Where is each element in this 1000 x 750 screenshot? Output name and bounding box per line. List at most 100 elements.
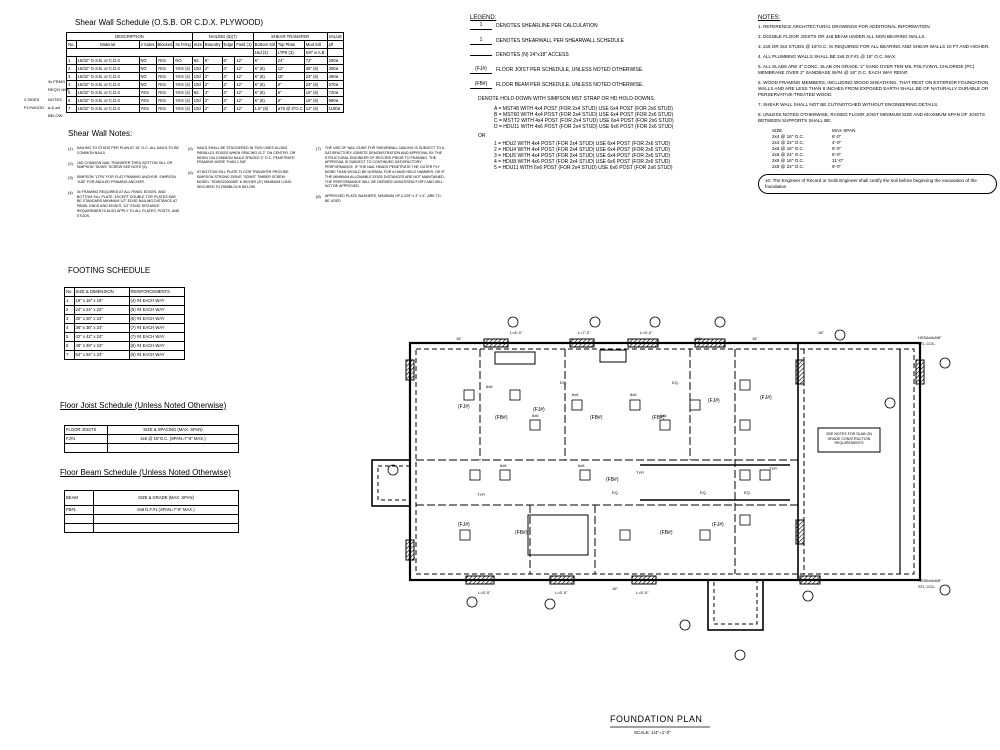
- slab-note: SEE NOTES FOR SLAB ON GRADE CONSTRUCTION…: [826, 432, 872, 445]
- legend-symbol: 1: [470, 22, 492, 30]
- legend-text: FLOOR JOIST PER SCHEDULE, UNLESS NOTED O…: [496, 66, 644, 73]
- legend-symbol: (FB#): [470, 81, 492, 89]
- note-text: NAILS SHALL BE STAGGERED IN TWO LINES AL…: [196, 146, 296, 165]
- plan-scale: SCALE: 1/4"=1'-0": [634, 730, 671, 735]
- holdown-title: DENOTE HOLD-DOWN WITH SIMPSON MST STRAP …: [478, 96, 656, 102]
- note-item: (3)SIMPSON "LTP4" FOR FLAT FRAMING ANCHO…: [68, 175, 180, 185]
- span-header: SIZE: [772, 128, 783, 133]
- note-text: AT BOTTOM SILL PLATE FLOOR TRANSFER PROV…: [196, 170, 292, 189]
- span-max: 8'-0": [832, 146, 842, 151]
- note-item: (2)16D COMMON NAIL TRANSFER THRU BOTTOM …: [68, 161, 180, 171]
- table-cell: YES: [138, 104, 157, 113]
- span-size: 2x6 @ 24" O.C.: [772, 152, 805, 157]
- note-item: (6)AT BOTTOM SILL PLATE FLOOR TRANSFER P…: [188, 170, 298, 189]
- holdown-item: 1 = HDU2 WITH 4x4 POST (FOR 2x4 STUD) US…: [494, 141, 671, 147]
- table-cell: 12": [234, 104, 254, 113]
- span-size: 2x4 @ 24" O.C.: [772, 140, 805, 145]
- note-number: (5): [188, 146, 193, 151]
- holdown-item: 2 = HDU4 WITH 4x4 POST (FOR 2x4 STUD) US…: [494, 147, 671, 153]
- note-item: (1)NAILING TO STUDS PER PLAN AT 16" O.C.…: [68, 146, 180, 156]
- span-max: 6'-0": [832, 152, 842, 157]
- note-item: 4. ALL PLUMBING WALLS SHALL BE 2x6 D.F.#…: [758, 54, 897, 59]
- length-label: L=6'-0": [510, 330, 523, 335]
- shear-wall-notes-title: Shear Wall Notes:: [68, 129, 133, 138]
- fb-label: (FB#): [606, 477, 619, 483]
- shear-wall-notes-col1: (1)NAILING TO STUDS PER PLAN AT 16" O.C.…: [68, 146, 180, 224]
- typ-label: TYP.: [477, 492, 486, 497]
- side-label: BELOW: [48, 113, 63, 118]
- length-label: L=5'-0": [555, 590, 568, 595]
- post-label: 6x6: [532, 413, 539, 418]
- note-number: (6): [188, 170, 193, 176]
- note-number: (2): [68, 160, 73, 166]
- fj-label: (FJ#): [458, 404, 470, 410]
- column-label: STL.COL.: [918, 341, 936, 346]
- holdown-item: A = MST48 WITH 4x4 POST (FOR 2x4 STUD) U…: [494, 106, 673, 112]
- side-label: REQ'D NEE: [48, 87, 70, 92]
- span-header: MAX SPAN: [832, 128, 856, 133]
- note-number: (3): [68, 175, 73, 181]
- note-text: NAILING TO STUDS PER PLAN AT 16" O.C. AL…: [76, 146, 179, 155]
- legend-text: FLOOR BEAM PER SCHEDULE, UNLESS NOTED OT…: [496, 81, 644, 88]
- legend-title: LEGEND:: [470, 15, 497, 21]
- length-label: L=5'-0": [640, 330, 653, 335]
- legend-symbol: (FJ#): [470, 66, 492, 74]
- holdown-item: D = HDU11 WITH 4x6 POST (FOR 2x4 STUD) U…: [494, 124, 674, 130]
- holdown-item: 3 = HDU5 WITH 4x4 POST (FOR 2x4 STUD) US…: [494, 153, 671, 159]
- floor-beam-table: BEAM SIZE & GRADE (MAX. SPAN) FB#1 6x8 D…: [64, 490, 239, 533]
- note-item: 1. REFERENCE ARCHITECTURAL DRAWINGS FOR …: [758, 24, 930, 29]
- legend-item: (FB#) FLOOR BEAM PER SCHEDULE, UNLESS NOT…: [470, 81, 720, 89]
- eq-label: EQ.: [744, 490, 751, 495]
- note-item: (8)APPROVED PLATE WASHERS, MINIMUM OF 0.…: [316, 194, 446, 204]
- holdown-item: C = MSTT2 WITH 4x4 POST (FOR 2x4 STUD) U…: [494, 118, 674, 124]
- table-cell: 10d: [191, 104, 204, 113]
- dim-label: 16": [696, 336, 702, 341]
- holdown-item: B = MST60 WITH 4x4 POST (FOR 2x4 STUD) U…: [494, 112, 674, 118]
- span-max: 6'-0": [832, 134, 842, 139]
- side-label: 2 SIDES: [24, 97, 40, 102]
- footing-schedule-title: FOOTING SCHEDULE: [68, 266, 151, 275]
- legend-item: (FJ#) FLOOR JOIST PER SCHEDULE, UNLESS NO…: [470, 66, 720, 74]
- note-item: 8. UNLESS NOTED OTHERWISE, RAISED FLOOR …: [758, 112, 985, 123]
- typ-label: TYP.: [769, 466, 778, 471]
- note-number: (4): [68, 189, 73, 195]
- fj-label: (FJ#): [458, 522, 470, 528]
- length-label: L=7'-0": [578, 330, 591, 335]
- eq-label: EQ.: [672, 380, 679, 385]
- note-item: 7. SHEAR WALL SHALL NOT BE CUT/NOTCHED W…: [758, 102, 939, 107]
- fj-label: (FJ#): [533, 407, 545, 413]
- table-cell: 15/32" O.S.B. or C.D.X: [75, 104, 140, 113]
- table-cell: 1190ø: [326, 104, 345, 113]
- footing-dashed: [415, 348, 915, 575]
- span-max: 4'-0": [832, 140, 842, 145]
- table-cell: ø75 @ 6"O.C: [275, 104, 305, 113]
- post-label: 6x6: [578, 463, 585, 468]
- note-item: (5)NAILS SHALL BE STAGGERED IN TWO LINES…: [188, 146, 298, 165]
- side-label: ø & ø4: [48, 105, 61, 110]
- floor-beam-schedule-title: Floor Beam Schedule (Unless Noted Otherw…: [60, 468, 231, 477]
- fb-label: (FB#): [660, 530, 673, 536]
- shear-wall-notes-col2: (5)NAILS SHALL BE STAGGERED IN TWO LINES…: [188, 146, 298, 194]
- foundation-outline: [408, 341, 922, 582]
- note-text: 16D COMMON NAIL TRANSFER THRU BOTTOM SIL…: [76, 160, 173, 170]
- fj-label: (FJ#): [712, 522, 724, 528]
- table-cell: (9) #4 EACH WAY: [128, 350, 185, 360]
- column-label: HSS6x6x5/8": [918, 335, 942, 340]
- column-label: STL.COL.: [918, 584, 936, 589]
- note-item: 6. WOOD FRAMING MEMBERS, INCLUDING WOOD …: [758, 80, 989, 97]
- notes-title: NOTES:: [758, 15, 781, 21]
- table-cell: YES (4): [173, 104, 193, 113]
- floor-joist-schedule-title: Floor Joist Schedule (Unless Noted Other…: [60, 401, 227, 410]
- fb-label: (FB#): [590, 415, 603, 421]
- span-max: 9'-0": [832, 164, 842, 169]
- note-number: (8): [316, 194, 321, 200]
- side-label: PLYWOOD: [24, 105, 45, 110]
